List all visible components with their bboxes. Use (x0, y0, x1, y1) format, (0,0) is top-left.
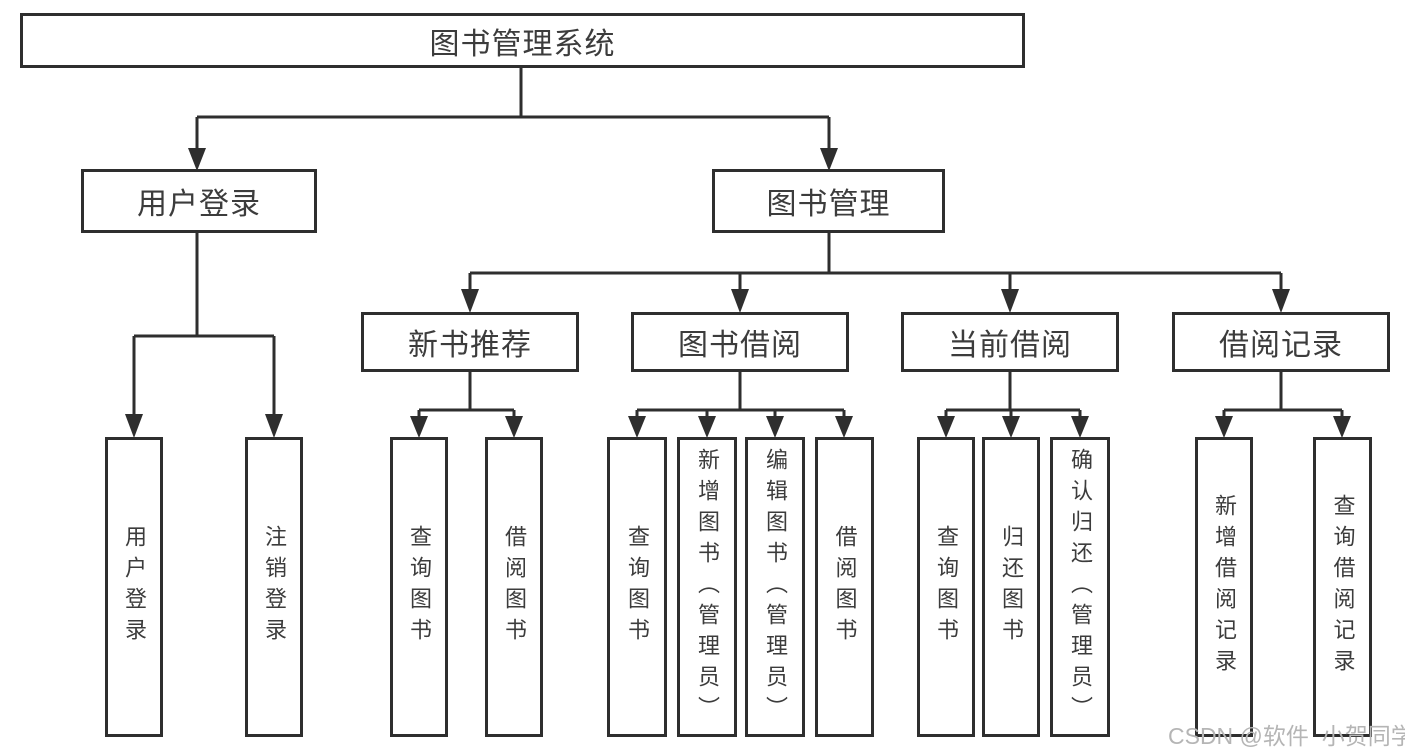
leaf-label: 借阅图书 (502, 525, 527, 649)
leaf-query-borrow-record: 查询借阅记录 (1313, 437, 1372, 737)
node-current-borrowing: 当前借阅 (901, 312, 1119, 372)
node-label: 图书管理 (766, 188, 891, 221)
leaf-label: 新增借阅记录 (1212, 494, 1237, 680)
csdn-watermark: CSDN @软件_小贺同学 (1168, 723, 1405, 747)
leaf-return-books: 归还图书 (982, 437, 1040, 737)
leaf-query-books-recommend: 查询图书 (390, 437, 448, 737)
leaf-label: 编辑图书（管理员） (763, 447, 788, 727)
node-label: 图书借阅 (678, 329, 802, 362)
leaf-edit-book-admin: 编辑图书（管理员） (745, 437, 805, 737)
node-book-borrowing: 图书借阅 (631, 312, 849, 372)
node-label: 当前借阅 (948, 329, 1072, 362)
leaf-user-login: 用户登录 (105, 437, 163, 737)
leaf-label: 注销登录 (262, 525, 287, 649)
node-book-management: 图书管理 (712, 169, 945, 233)
leaf-label: 新增图书（管理员） (695, 447, 720, 727)
node-label: 用户登录 (137, 188, 261, 221)
node-library-management-system: 图书管理系统 (20, 13, 1025, 68)
leaf-label: 借阅图书 (832, 525, 858, 649)
leaf-borrow-books-recommend: 借阅图书 (485, 437, 543, 737)
leaf-query-books-current: 查询图书 (917, 437, 975, 737)
leaf-label: 查询图书 (407, 525, 432, 649)
arrowheads (125, 148, 1351, 438)
leaf-add-book-admin: 新增图书（管理员） (677, 437, 737, 737)
node-new-book-recommendation: 新书推荐 (361, 312, 579, 372)
node-label: 借阅记录 (1219, 329, 1343, 362)
node-borrowing-records: 借阅记录 (1172, 312, 1390, 372)
leaf-label: 确认归还（管理员） (1068, 447, 1093, 727)
node-user-login: 用户登录 (81, 169, 317, 233)
leaf-label: 查询借阅记录 (1330, 494, 1356, 680)
leaf-label: 查询图书 (934, 525, 959, 649)
leaf-label: 归还图书 (999, 525, 1024, 649)
leaf-borrow-books: 借阅图书 (815, 437, 874, 737)
node-label: 图书管理系统 (429, 27, 616, 61)
leaf-label: 用户登录 (122, 525, 147, 649)
leaf-label: 查询图书 (625, 525, 650, 649)
leaf-add-borrow-record: 新增借阅记录 (1195, 437, 1253, 737)
leaf-confirm-return-admin: 确认归还（管理员） (1050, 437, 1110, 737)
leaf-query-books-borrow: 查询图书 (607, 437, 667, 737)
leaf-logout: 注销登录 (245, 437, 303, 737)
node-label: 新书推荐 (408, 329, 532, 362)
